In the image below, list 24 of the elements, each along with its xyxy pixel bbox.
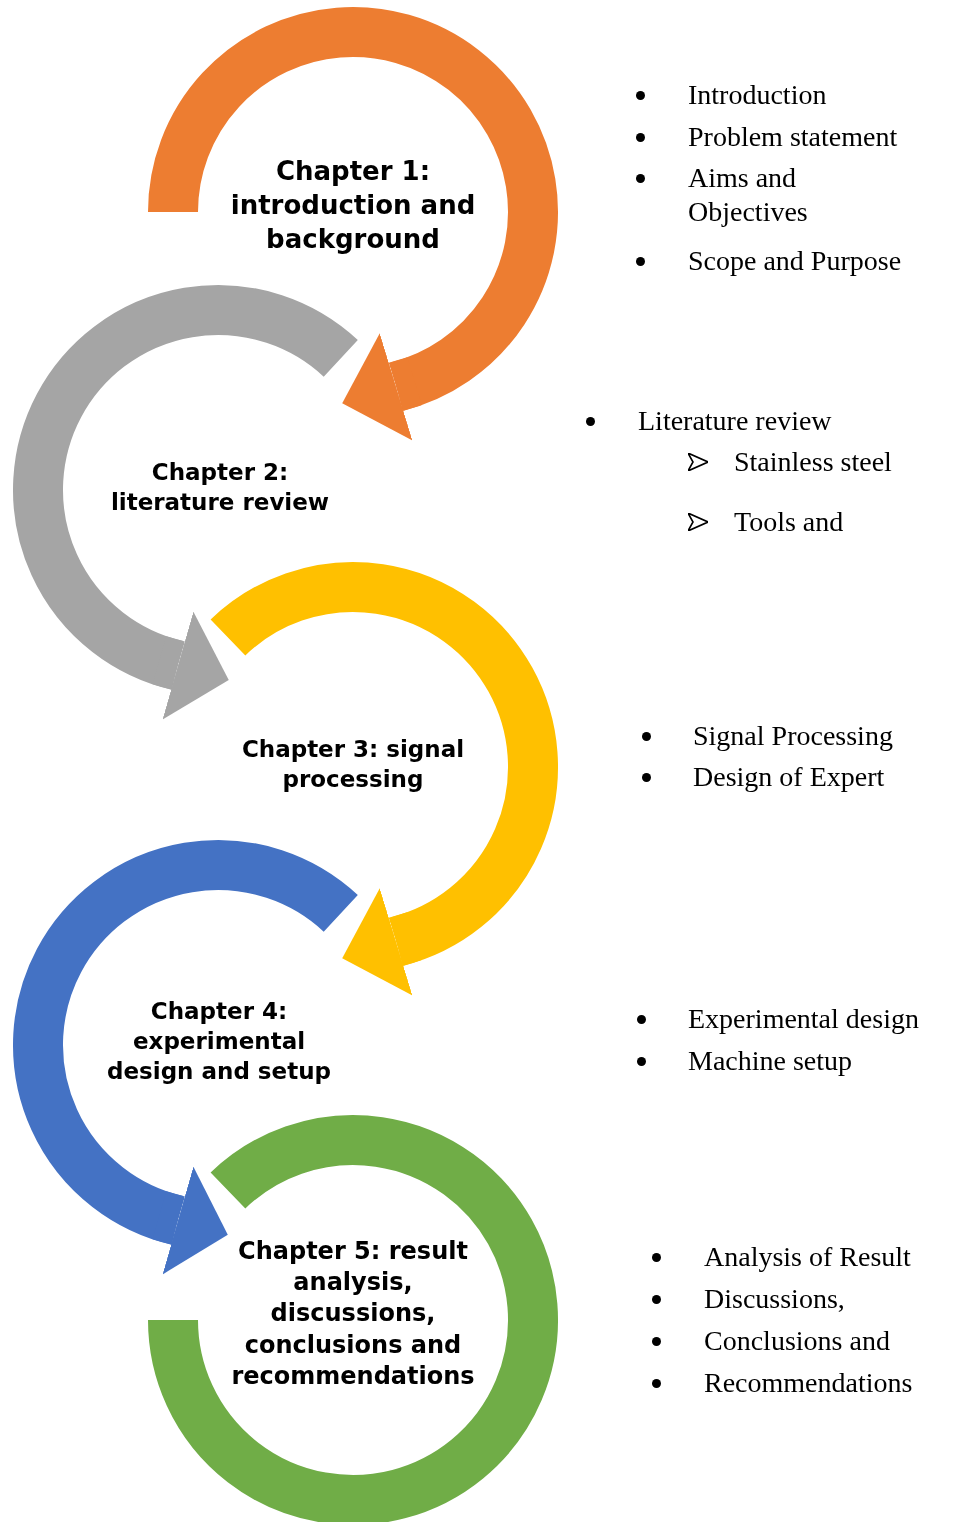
list-item-text: Recommendations	[704, 1366, 914, 1400]
list-item-text: Conclusions and	[704, 1324, 891, 1358]
arrow	[342, 888, 422, 996]
list-item-text: Experimental design	[688, 1002, 920, 1036]
arrow	[342, 333, 422, 441]
chapter-title: Chapter 2: literature review	[109, 458, 331, 517]
list-item-text: Design of Expert	[693, 760, 886, 794]
list-item-text: Scope and Purpose	[688, 244, 903, 278]
list-item-text: Stainless steel	[734, 445, 893, 479]
chapter-title: Chapter 4: experimental design and setup	[106, 997, 332, 1086]
list-item-text: Analysis of Result	[704, 1240, 912, 1274]
chapter-title: Chapter 5: result analysis, discussions, conclusions and recommendations	[230, 1236, 476, 1392]
arrow	[152, 1166, 228, 1275]
arrow	[152, 611, 229, 720]
list-item-text: Introduction	[688, 78, 828, 112]
chapter-title: Chapter 1: introduction and background	[229, 155, 477, 256]
list-item-text: Aims and Objectives	[688, 161, 809, 229]
list-item-text: Tools and	[734, 505, 845, 539]
list-item-text: Machine setup	[688, 1044, 854, 1078]
list-item-text: Literature review	[638, 404, 833, 438]
chapter-title: Chapter 3: signal processing	[240, 735, 466, 794]
list-item-text: Problem statement	[688, 120, 899, 154]
list-item-text: Signal Processing	[693, 719, 894, 753]
list-item-text: Discussions,	[704, 1282, 846, 1316]
